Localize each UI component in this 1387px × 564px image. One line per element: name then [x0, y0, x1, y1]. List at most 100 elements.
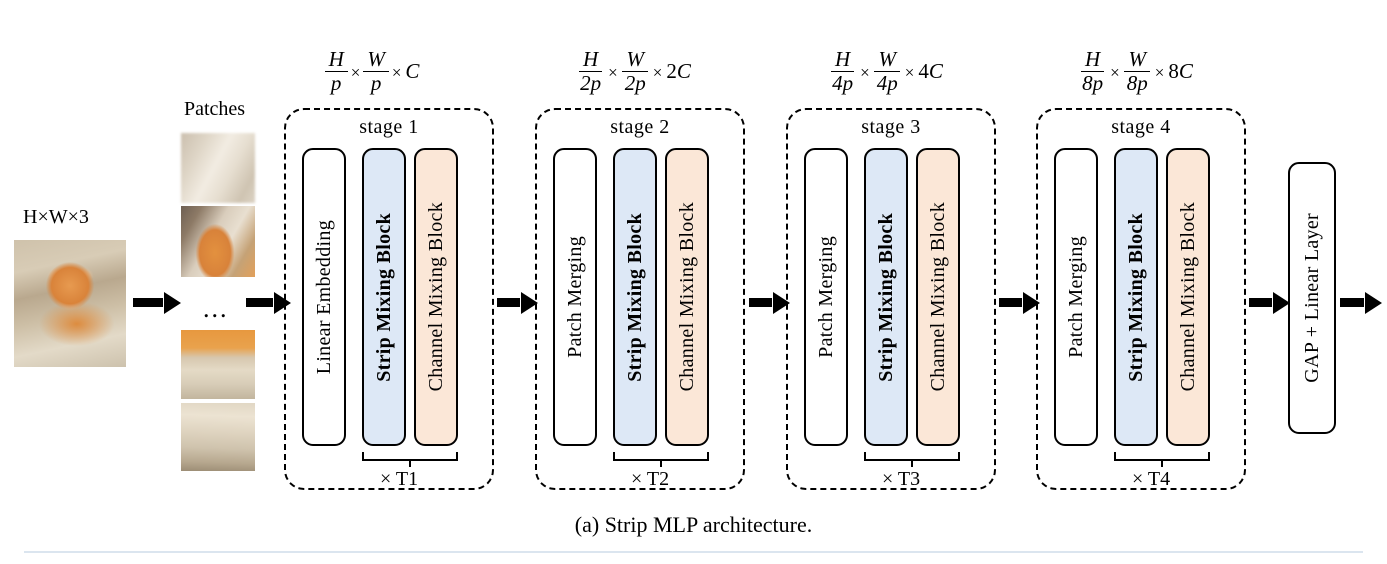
numerator-h: H — [579, 48, 603, 72]
denominator-p: p — [330, 70, 342, 95]
denominator-2p: 2p — [624, 70, 646, 95]
stage-2-channel-mixing-block[interactable]: Channel Mixing Block — [665, 148, 709, 446]
times-symbol: × — [860, 62, 870, 82]
bottom-divider — [24, 551, 1363, 553]
channel-term: 2C — [666, 58, 691, 83]
stage-3-title: stage 3 — [861, 116, 921, 138]
channel-coefficient: 4 — [918, 58, 929, 83]
stage-4-container: stage 4 — [1036, 108, 1246, 490]
gap-linear-layer-label: GAP + Linear Layer — [1301, 213, 1323, 383]
fraction-w-over-2p: W 2p — [621, 48, 650, 95]
channel-symbol: C — [405, 58, 420, 83]
patch-thumbnail-4 — [181, 403, 255, 471]
stage-2-repeat-brace — [613, 452, 709, 461]
stage-3-strip-mixing-block[interactable]: Strip Mixing Block — [864, 148, 908, 446]
times-symbol: × — [608, 62, 618, 82]
stage-4-title: stage 4 — [1111, 116, 1171, 138]
channel-term: C — [405, 58, 420, 83]
input-image-cat — [14, 240, 126, 367]
stage-3-channel-mixing-block[interactable]: Channel Mixing Block — [916, 148, 960, 446]
fraction-h-over-4p: H 4p — [828, 48, 857, 94]
stage-4-channel-mixing-label: Channel Mixing Block — [1177, 202, 1199, 392]
stage-1-container: stage 1 — [284, 108, 494, 490]
arrow-input-to-patches — [133, 298, 163, 307]
stage-1-repeat-count: × T1 — [380, 468, 419, 490]
stage-3-patch-merging-label: Patch Merging — [815, 236, 837, 358]
stage-4-patch-merging-label: Patch Merging — [1065, 236, 1087, 358]
patches-label: Patches — [184, 98, 246, 120]
denominator-p: p — [370, 70, 382, 95]
figure-caption: (a) Strip MLP architecture. — [574, 512, 813, 537]
times-symbol: × — [652, 62, 663, 82]
stage-1-repeat-brace — [362, 452, 458, 461]
denominator-8p: 8p — [1126, 70, 1148, 95]
stage-3-container: stage 3 — [786, 108, 996, 490]
stage-1-strip-mixing-label: Strip Mixing Block — [373, 212, 395, 382]
stage-3-patch-merging-block[interactable]: Patch Merging — [804, 148, 848, 446]
dim-label-stage-4: H 8p × W 8p × 8C — [1030, 40, 1240, 102]
fraction-w-over-4p: W 4p — [873, 48, 902, 95]
numerator-w: W — [363, 48, 389, 72]
patch-thumbnail-3 — [181, 330, 255, 399]
stage-2-container: stage 2 — [535, 108, 745, 490]
times-symbol: × — [391, 62, 402, 82]
input-tensor-label: H×W×3 — [23, 206, 89, 228]
stage-4-repeat-brace — [1114, 452, 1210, 461]
arrow-head-output — [1340, 298, 1364, 307]
stage-3-repeat-brace — [864, 452, 960, 461]
stage-1-linear-embedding-block[interactable]: Linear Embedding — [302, 148, 346, 446]
fraction-h-over-p: H p — [324, 48, 348, 95]
fraction-h-over-2p: H 2p — [576, 48, 605, 94]
arrow-stage-1-to-stage-2 — [497, 298, 520, 307]
numerator-w: W — [622, 48, 648, 72]
times-symbol: × — [350, 62, 361, 82]
fraction-h-over-8p: H 8p — [1078, 48, 1107, 95]
stage-4-channel-mixing-block[interactable]: Channel Mixing Block — [1166, 148, 1210, 446]
numerator-h: H — [831, 48, 855, 72]
stage-2-strip-mixing-block[interactable]: Strip Mixing Block — [613, 148, 657, 446]
channel-coefficient: 8 — [1168, 58, 1179, 83]
channel-symbol: C — [928, 58, 943, 83]
stage-4-repeat-count: × T4 — [1132, 468, 1171, 490]
stage-4-strip-mixing-label: Strip Mixing Block — [1125, 212, 1147, 382]
numerator-w: W — [874, 48, 900, 72]
channel-symbol: C — [676, 58, 691, 83]
times-symbol: × — [904, 62, 915, 82]
numerator-h: H — [1081, 48, 1105, 72]
dim-label-stage-2: H 2p × W 2p × 2C — [528, 40, 738, 102]
stage-2-strip-mixing-label: Strip Mixing Block — [624, 212, 646, 382]
stage-1-linear-embedding-label: Linear Embedding — [313, 219, 335, 375]
channel-term: 8C — [1168, 58, 1193, 83]
stage-2-patch-merging-label: Patch Merging — [564, 236, 586, 358]
numerator-w: W — [1124, 48, 1150, 72]
channel-symbol: C — [1178, 58, 1193, 83]
arrow-patches-to-stage-1 — [246, 298, 273, 307]
dim-label-stage-1: H p × W p × C — [274, 40, 469, 102]
channel-coefficient: 2 — [666, 58, 677, 83]
stage-1-strip-mixing-block[interactable]: Strip Mixing Block — [362, 148, 406, 446]
denominator-8p: 8p — [1082, 70, 1104, 95]
numerator-h: H — [324, 48, 348, 72]
arrow-stage-3-to-stage-4 — [999, 298, 1022, 307]
gap-linear-layer-block[interactable]: GAP + Linear Layer — [1288, 162, 1336, 434]
arrow-stage-2-to-stage-3 — [749, 298, 772, 307]
stage-3-strip-mixing-label: Strip Mixing Block — [875, 212, 897, 382]
patch-thumbnail-2 — [181, 206, 255, 277]
stage-1-channel-mixing-label: Channel Mixing Block — [425, 202, 447, 392]
times-symbol: × — [1110, 62, 1120, 82]
fraction-w-over-p: W p — [363, 48, 389, 95]
stage-3-repeat-count: × T3 — [882, 468, 921, 490]
stage-4-strip-mixing-block[interactable]: Strip Mixing Block — [1114, 148, 1158, 446]
stage-2-patch-merging-block[interactable]: Patch Merging — [553, 148, 597, 446]
patches-ellipsis: ... — [203, 294, 229, 323]
fraction-w-over-8p: W 8p — [1123, 48, 1152, 95]
stage-2-channel-mixing-label: Channel Mixing Block — [676, 202, 698, 392]
arrow-stage-4-to-head — [1249, 298, 1272, 307]
stage-4-patch-merging-block[interactable]: Patch Merging — [1054, 148, 1098, 446]
channel-term: 4C — [918, 58, 943, 83]
denominator-4p: 4p — [876, 70, 898, 95]
times-symbol: × — [1154, 62, 1165, 82]
stage-2-title: stage 2 — [610, 116, 670, 138]
stage-1-channel-mixing-block[interactable]: Channel Mixing Block — [414, 148, 458, 446]
